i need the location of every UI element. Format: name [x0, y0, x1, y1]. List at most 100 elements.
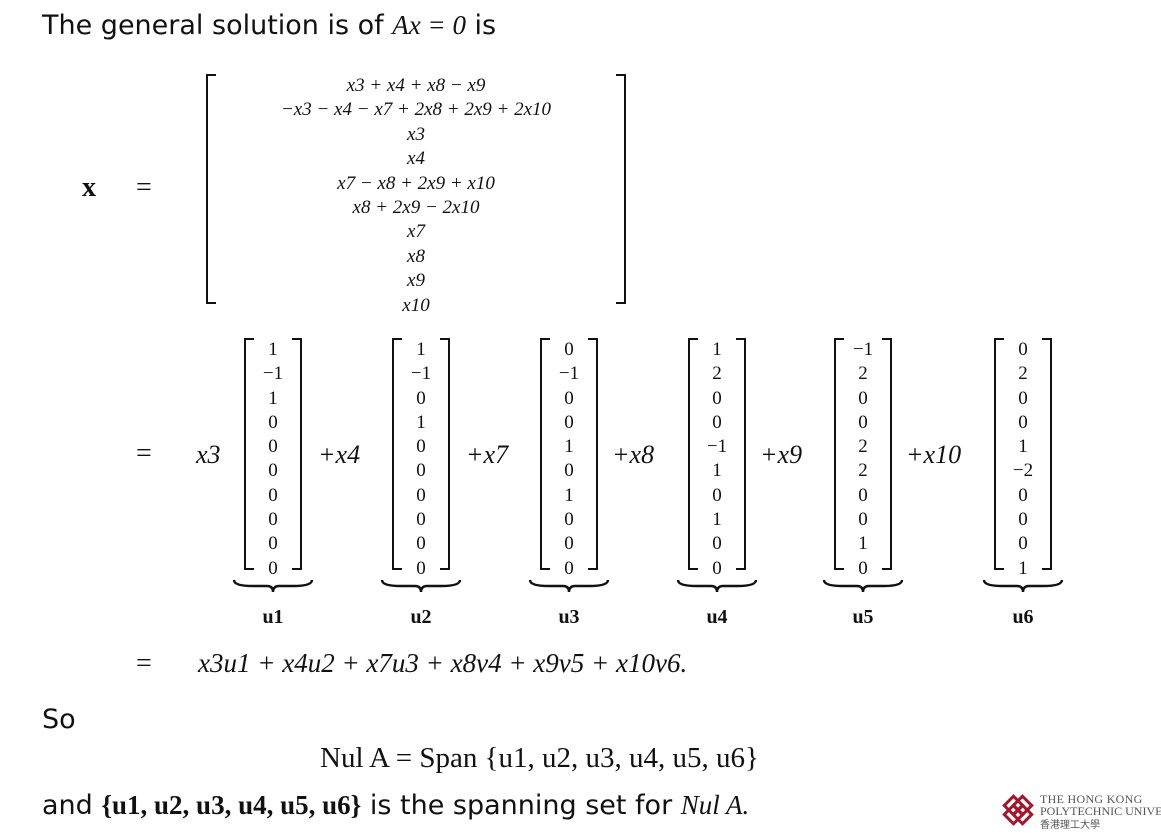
solution-rows: x3 + x4 + x8 − x9 −x3 − x4 − x7 + 2x8 + 2…: [220, 74, 612, 318]
conclusion-space: Nul A.: [680, 790, 750, 820]
term-coefficient: +x7: [466, 440, 509, 469]
left-bracket: [392, 338, 402, 570]
vector-entry: 0: [416, 533, 426, 555]
intro-line: The general solution is of Ax = 0 is: [42, 10, 496, 41]
vector-entry: 0: [268, 411, 278, 433]
vector-entry: 0: [1018, 484, 1028, 506]
vector-entry: 0: [1018, 339, 1028, 360]
vector-entry: 0: [416, 509, 426, 531]
vector-entry: 0: [564, 387, 574, 409]
vector-entry: 0: [1018, 411, 1028, 433]
vector-entry: 2: [858, 363, 868, 385]
logo-line1: THE HONG KONG: [1040, 792, 1143, 806]
decomposition-equals: =: [136, 438, 152, 469]
right-bracket: [1042, 338, 1052, 570]
polyu-logo: THE HONG KONG POLYTECHNIC UNIVE 香港理工大學: [998, 790, 1161, 831]
conclusion-set: {u1, u2, u3, u4, u5, u6}: [101, 790, 362, 820]
vector-entry: 0: [268, 509, 278, 531]
left-bracket: [994, 338, 1004, 570]
solution-row: x8: [407, 245, 425, 267]
logo-line2: POLYTECHNIC UNIVE: [1040, 804, 1161, 818]
underbrace: [232, 579, 314, 593]
vector-entry: 1: [858, 533, 868, 555]
vector-entry: 1: [1018, 557, 1028, 579]
vector-entry: 1: [712, 509, 722, 531]
term-coefficient: +x8: [612, 440, 655, 469]
solution-row: −x3 − x4 − x7 + 2x8 + 2x9 + 2x10: [280, 99, 552, 121]
right-bracket: [616, 74, 626, 304]
right-bracket: [882, 338, 892, 570]
vector-entry: 0: [268, 533, 278, 555]
nul-equation: Nul A = Span {u1, u2, u3, u4, u5, u6}: [320, 742, 759, 774]
vector-entry: 0: [268, 484, 278, 506]
underbrace: [380, 579, 462, 593]
vector-entry: 0: [416, 460, 426, 482]
vector-label: u6: [1012, 606, 1034, 628]
vector-label: u4: [706, 606, 728, 628]
vector-entry: 0: [712, 557, 722, 579]
vector-entry: 0: [712, 484, 722, 506]
right-bracket: [588, 338, 598, 570]
solution-row: x3 + x4 + x8 − x9: [346, 75, 486, 96]
vector-label: u5: [852, 606, 874, 628]
vector-entry: 2: [712, 363, 722, 385]
vector-entry: 0: [1018, 509, 1028, 531]
vector-entry: 1: [564, 436, 574, 458]
vector-entry: 1: [712, 460, 722, 482]
solution-row: x7: [407, 221, 425, 243]
term-coefficient: +x4: [318, 440, 361, 469]
vector-label: u2: [410, 606, 432, 628]
left-bracket: [834, 338, 844, 570]
vector-entry: 1: [416, 411, 426, 433]
vector-entry: −2: [1012, 460, 1034, 482]
vector-entry: 0: [564, 533, 574, 555]
left-bracket: [244, 338, 254, 570]
vector-entry: 0: [712, 411, 722, 433]
vector-entry: −1: [558, 363, 580, 385]
right-bracket: [440, 338, 450, 570]
vector-entry: 0: [858, 484, 868, 506]
vector-entry: −1: [262, 363, 284, 385]
vector-entry: 0: [416, 436, 426, 458]
vector-entry: 0: [858, 509, 868, 531]
vector-entry: 0: [564, 460, 574, 482]
vector-entry: 2: [1018, 363, 1028, 385]
intro-equation: Ax = 0: [392, 10, 466, 40]
vector-entry: 0: [564, 509, 574, 531]
solution-row: x10: [402, 294, 430, 316]
logo-line3: 香港理工大學: [1040, 820, 1100, 831]
vector-entry: 1: [564, 484, 574, 506]
vector-entry: 0: [416, 557, 426, 579]
vector-label: u3: [558, 606, 580, 628]
vector-entry: 1: [268, 339, 278, 360]
vector-entry: 0: [268, 460, 278, 482]
intro-text: The general solution is of: [42, 10, 393, 41]
conclusion-text: is the spanning set for: [361, 790, 681, 821]
summary-equals: =: [136, 648, 152, 679]
vector-entry: 1: [712, 339, 722, 360]
vector-entry: −1: [852, 339, 874, 360]
solution-row: x8 + 2x9 − 2x10: [352, 197, 480, 219]
vector-entry: 0: [1018, 533, 1028, 555]
underbrace: [822, 579, 904, 593]
summary-expression: x3u1 + x4u2 + x7u3 + x8v4 + x9v5 + x10v6…: [198, 648, 688, 678]
left-bracket: [540, 338, 550, 570]
vector-entry: 0: [416, 387, 426, 409]
vector-label: u1: [262, 606, 284, 628]
term-coefficient: +x9: [760, 440, 803, 469]
solution-row: x9: [407, 270, 425, 292]
left-bracket: [206, 74, 216, 304]
polyu-logo-icon: [1002, 794, 1034, 826]
vector-entry: −1: [410, 363, 432, 385]
solution-lhs: x: [82, 172, 96, 203]
vector-entry: 2: [858, 460, 868, 482]
vector-entry: 0: [268, 436, 278, 458]
vector-entry: 0: [416, 484, 426, 506]
vector-entry: 0: [564, 339, 574, 360]
solution-equals: =: [136, 172, 152, 203]
vector-entry: 1: [1018, 436, 1028, 458]
